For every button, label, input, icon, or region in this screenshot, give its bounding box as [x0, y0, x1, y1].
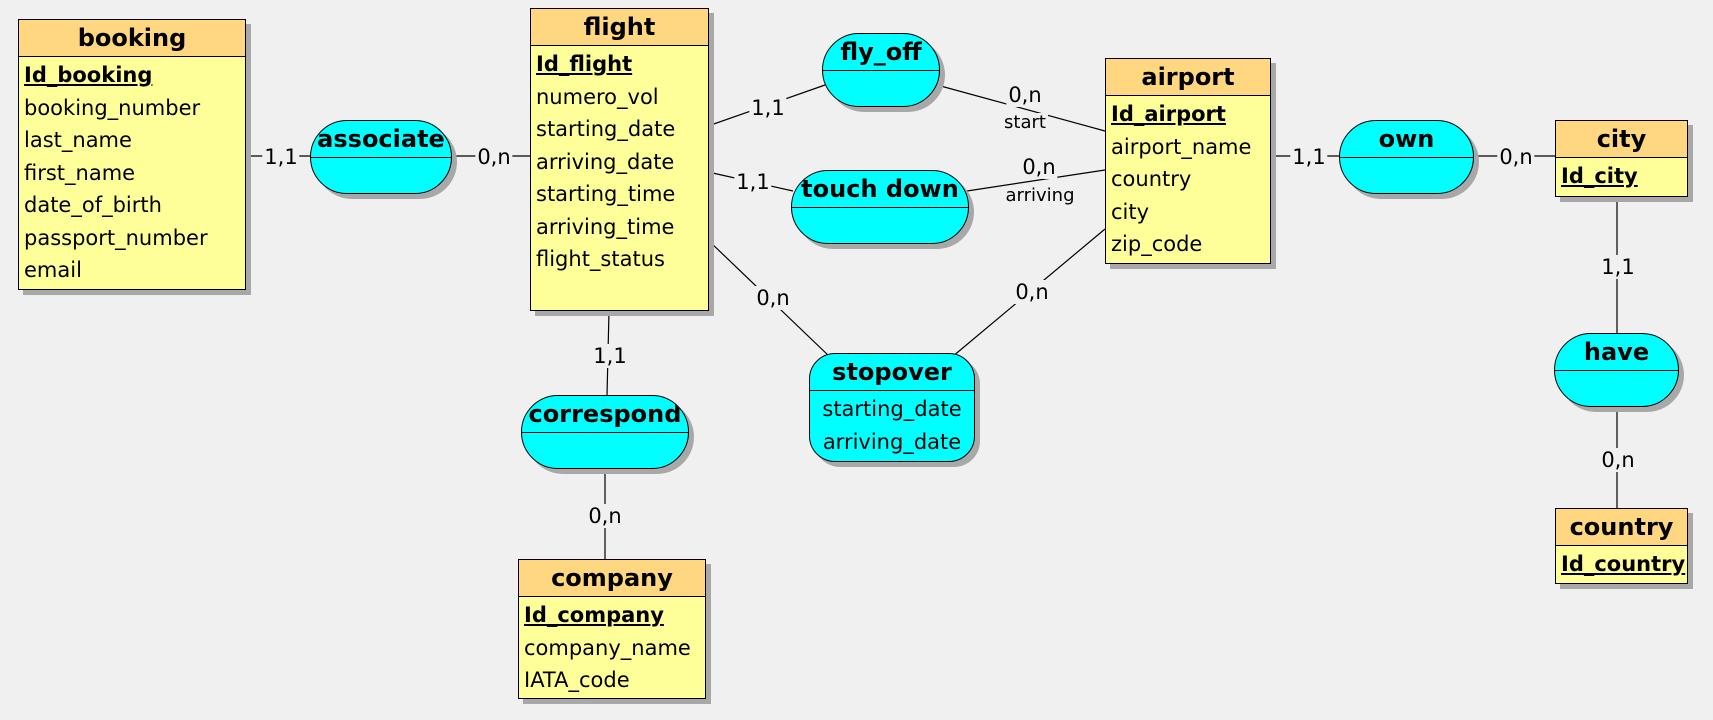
attribute-starting-time: starting_time [536, 182, 676, 206]
attribute-id-company: Id_company [524, 603, 664, 627]
relationship-touch-down-title: touch down [792, 171, 968, 208]
attribute-city: city [1111, 199, 1150, 224]
relationship-fly-off[interactable]: fly_off [822, 33, 940, 107]
entity-booking[interactable]: booking Id_booking booking_number last_n… [18, 19, 246, 290]
attribute-id-airport: Id_airport [1111, 102, 1226, 126]
link-touchdown-airport [966, 169, 1106, 192]
attribute-country: country [1111, 167, 1192, 191]
attribute-date-of-birth: date_of_birth [24, 193, 162, 217]
cardinality-airport-own: 1,1 [1290, 145, 1328, 169]
relationship-own[interactable]: own [1339, 120, 1474, 194]
cardinality-booking-associate: 1,1 [262, 145, 300, 169]
entity-country-title: country [1556, 509, 1687, 546]
relationship-own-title: own [1340, 121, 1473, 158]
role-touchdown-airport: arriving [1003, 185, 1077, 206]
attribute-stopover-arriving-date: arriving_date [822, 429, 962, 454]
attribute-zip-code: zip_code [1111, 232, 1203, 256]
entity-flight[interactable]: flight Id_flight numero_vol starting_dat… [530, 8, 709, 311]
attribute-id-city: Id_city [1561, 164, 1638, 188]
attribute-first-name: first_name [24, 160, 136, 185]
attribute-company-name: company_name [524, 635, 691, 660]
entity-city[interactable]: city Id_city [1555, 120, 1688, 197]
link-flyoff-airport [936, 84, 1106, 132]
attribute-passport-number: passport_number [24, 225, 208, 250]
attribute-id-booking: Id_booking [24, 63, 153, 87]
attribute-starting-date: starting_date [536, 117, 676, 141]
attribute-id-flight: Id_flight [536, 52, 633, 76]
entity-airport-title: airport [1106, 59, 1270, 96]
relationship-have[interactable]: have [1554, 333, 1679, 407]
attribute-arriving-time: arriving_time [536, 214, 675, 239]
relationship-stopover-title: stopover [810, 354, 974, 391]
entity-company-title: company [519, 560, 705, 597]
relationship-associate-title: associate [311, 121, 451, 158]
attribute-iata-code: IATA_code [524, 668, 630, 692]
attribute-id-country: Id_country [1561, 552, 1686, 576]
relationship-correspond[interactable]: correspond [521, 395, 689, 469]
relationship-fly-off-title: fly_off [823, 34, 939, 71]
cardinality-correspond-company: 0,n [586, 504, 624, 528]
entity-airport[interactable]: airport Id_airport airport_name country … [1105, 58, 1271, 264]
entity-city-title: city [1556, 121, 1687, 158]
attribute-numero-vol: numero_vol [536, 84, 659, 109]
entity-flight-title: flight [531, 9, 708, 46]
relationship-stopover[interactable]: stopover starting_date arriving_date [809, 353, 975, 462]
relationship-touch-down[interactable]: touch down [791, 170, 969, 244]
relationship-have-title: have [1555, 334, 1678, 371]
attribute-booking-number: booking_number [24, 95, 201, 120]
cardinality-flight-touchdown: 1,1 [734, 170, 772, 194]
attribute-email: email [24, 258, 82, 282]
cardinality-flight-stopover: 0,n [754, 286, 792, 310]
cardinality-own-city: 0,n [1497, 145, 1535, 169]
attribute-airport-name: airport_name [1111, 134, 1252, 159]
role-flyoff-airport: start [1002, 112, 1048, 133]
attribute-stopover-starting-date: starting_date [822, 397, 962, 421]
cardinality-flight-flyoff: 1,1 [749, 96, 787, 120]
attribute-last-name: last_name [24, 128, 132, 152]
relationship-associate[interactable]: associate [310, 120, 452, 194]
cardinality-stopover-airport: 0,n [1013, 280, 1051, 304]
entity-company[interactable]: company Id_company company_name IATA_cod… [518, 559, 706, 699]
cardinality-city-have: 1,1 [1599, 255, 1637, 279]
cardinality-flyoff-airport: 0,n [1006, 83, 1044, 107]
relationship-correspond-title: correspond [522, 396, 688, 433]
cardinality-touchdown-airport: 0,n [1020, 155, 1058, 179]
cardinality-flight-correspond: 1,1 [591, 344, 629, 368]
cardinality-associate-flight: 0,n [475, 145, 513, 169]
entity-booking-title: booking [19, 20, 245, 57]
entity-country[interactable]: country Id_country [1555, 508, 1688, 584]
attribute-flight-status: flight_status [536, 247, 665, 271]
attribute-arriving-date: arriving_date [536, 149, 675, 174]
cardinality-have-country: 0,n [1599, 448, 1637, 472]
